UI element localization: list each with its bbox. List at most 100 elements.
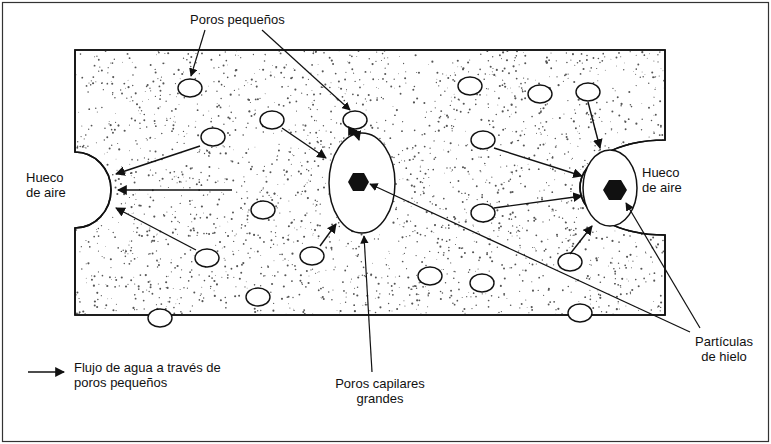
aggregate-dot (270, 74, 272, 76)
aggregate-dot (314, 147, 316, 149)
aggregate-dot (209, 214, 211, 216)
aggregate-dot (153, 215, 155, 217)
aggregate-dot (350, 281, 352, 283)
aggregate-dot (220, 152, 222, 154)
aggregate-dot (220, 299, 222, 301)
aggregate-dot (498, 201, 500, 203)
aggregate-dot (515, 131, 517, 133)
aggregate-dot (659, 75, 660, 76)
aggregate-dot (598, 257, 600, 259)
aggregate-dot (619, 250, 621, 252)
aggregate-dot (569, 167, 570, 168)
aggregate-dot (241, 198, 242, 199)
aggregate-dot (116, 193, 118, 195)
aggregate-dot (489, 124, 491, 126)
aggregate-dot (135, 140, 136, 141)
aggregate-dot (620, 56, 621, 57)
aggregate-dot (501, 184, 503, 186)
aggregate-dot (659, 134, 661, 136)
aggregate-dot (287, 86, 288, 87)
aggregate-dot (463, 229, 465, 231)
aggregate-dot (537, 197, 538, 198)
aggregate-dot (472, 233, 474, 235)
aggregate-dot (580, 169, 582, 171)
aggregate-dot (260, 285, 261, 286)
aggregate-dot (177, 142, 178, 143)
aggregate-dot (268, 195, 269, 196)
aggregate-dot (151, 240, 153, 242)
aggregate-dot (267, 266, 269, 268)
aggregate-dot (224, 86, 225, 87)
aggregate-dot (614, 230, 616, 232)
aggregate-dot (651, 72, 653, 74)
aggregate-dot (82, 146, 84, 148)
aggregate-dot (654, 214, 656, 216)
aggregate-dot (102, 256, 103, 257)
aggregate-dot (322, 159, 324, 161)
aggregate-dot (102, 275, 104, 277)
aggregate-dot (116, 304, 117, 305)
aggregate-dot (578, 208, 579, 209)
aggregate-dot (526, 307, 528, 309)
aggregate-dot (323, 298, 325, 300)
aggregate-dot (166, 119, 168, 121)
aggregate-dot (587, 275, 589, 277)
aggregate-dot (348, 62, 350, 64)
aggregate-dot (617, 96, 619, 98)
aggregate-dot (312, 104, 314, 106)
aggregate-dot (586, 113, 588, 115)
aggregate-dot (458, 289, 460, 291)
aggregate-dot (452, 302, 454, 304)
aggregate-dot (287, 259, 289, 261)
aggregate-dot (549, 153, 550, 154)
aggregate-dot (568, 247, 570, 249)
aggregate-dot (499, 54, 501, 56)
aggregate-dot (554, 170, 556, 172)
aggregate-dot (139, 128, 140, 129)
aggregate-dot (506, 165, 507, 166)
aggregate-dot (617, 301, 619, 303)
aggregate-dot (488, 306, 490, 308)
aggregate-dot (586, 55, 588, 57)
aggregate-dot (164, 196, 166, 198)
aggregate-dot (262, 69, 264, 71)
aggregate-dot (598, 58, 600, 60)
aggregate-dot (118, 178, 120, 180)
aggregate-dot (432, 196, 433, 197)
aggregate-dot (450, 105, 451, 106)
aggregate-dot (449, 297, 451, 299)
aggregate-dot (614, 273, 616, 275)
aggregate-dot (424, 286, 426, 288)
aggregate-dot (615, 278, 616, 279)
aggregate-dot (479, 170, 480, 171)
aggregate-dot (114, 236, 116, 238)
aggregate-dot (546, 57, 548, 59)
aggregate-dot (604, 56, 605, 57)
aggregate-dot (225, 271, 227, 273)
aggregate-dot (448, 227, 450, 229)
aggregate-dot (461, 248, 463, 250)
aggregate-dot (433, 158, 435, 160)
aggregate-dot (432, 169, 434, 171)
aggregate-dot (283, 77, 284, 78)
aggregate-dot (131, 213, 133, 215)
aggregate-dot (135, 92, 137, 94)
aggregate-dot (450, 96, 452, 98)
aggregate-dot (508, 218, 510, 220)
aggregate-dot (640, 216, 642, 218)
aggregate-dot (278, 150, 280, 152)
aggregate-dot (244, 286, 245, 287)
aggregate-dot (587, 163, 588, 164)
aggregate-dot (540, 122, 541, 123)
aggregate-dot (565, 184, 567, 186)
aggregate-dot (406, 268, 407, 269)
aggregate-dot (351, 55, 353, 57)
aggregate-dot (387, 63, 389, 65)
aggregate-dot (438, 130, 440, 132)
aggregate-dot (340, 88, 342, 90)
aggregate-dot (453, 187, 454, 188)
aggregate-dot (622, 141, 624, 143)
aggregate-dot (108, 228, 110, 230)
aggregate-dot (115, 122, 116, 123)
aggregate-dot (308, 149, 310, 151)
